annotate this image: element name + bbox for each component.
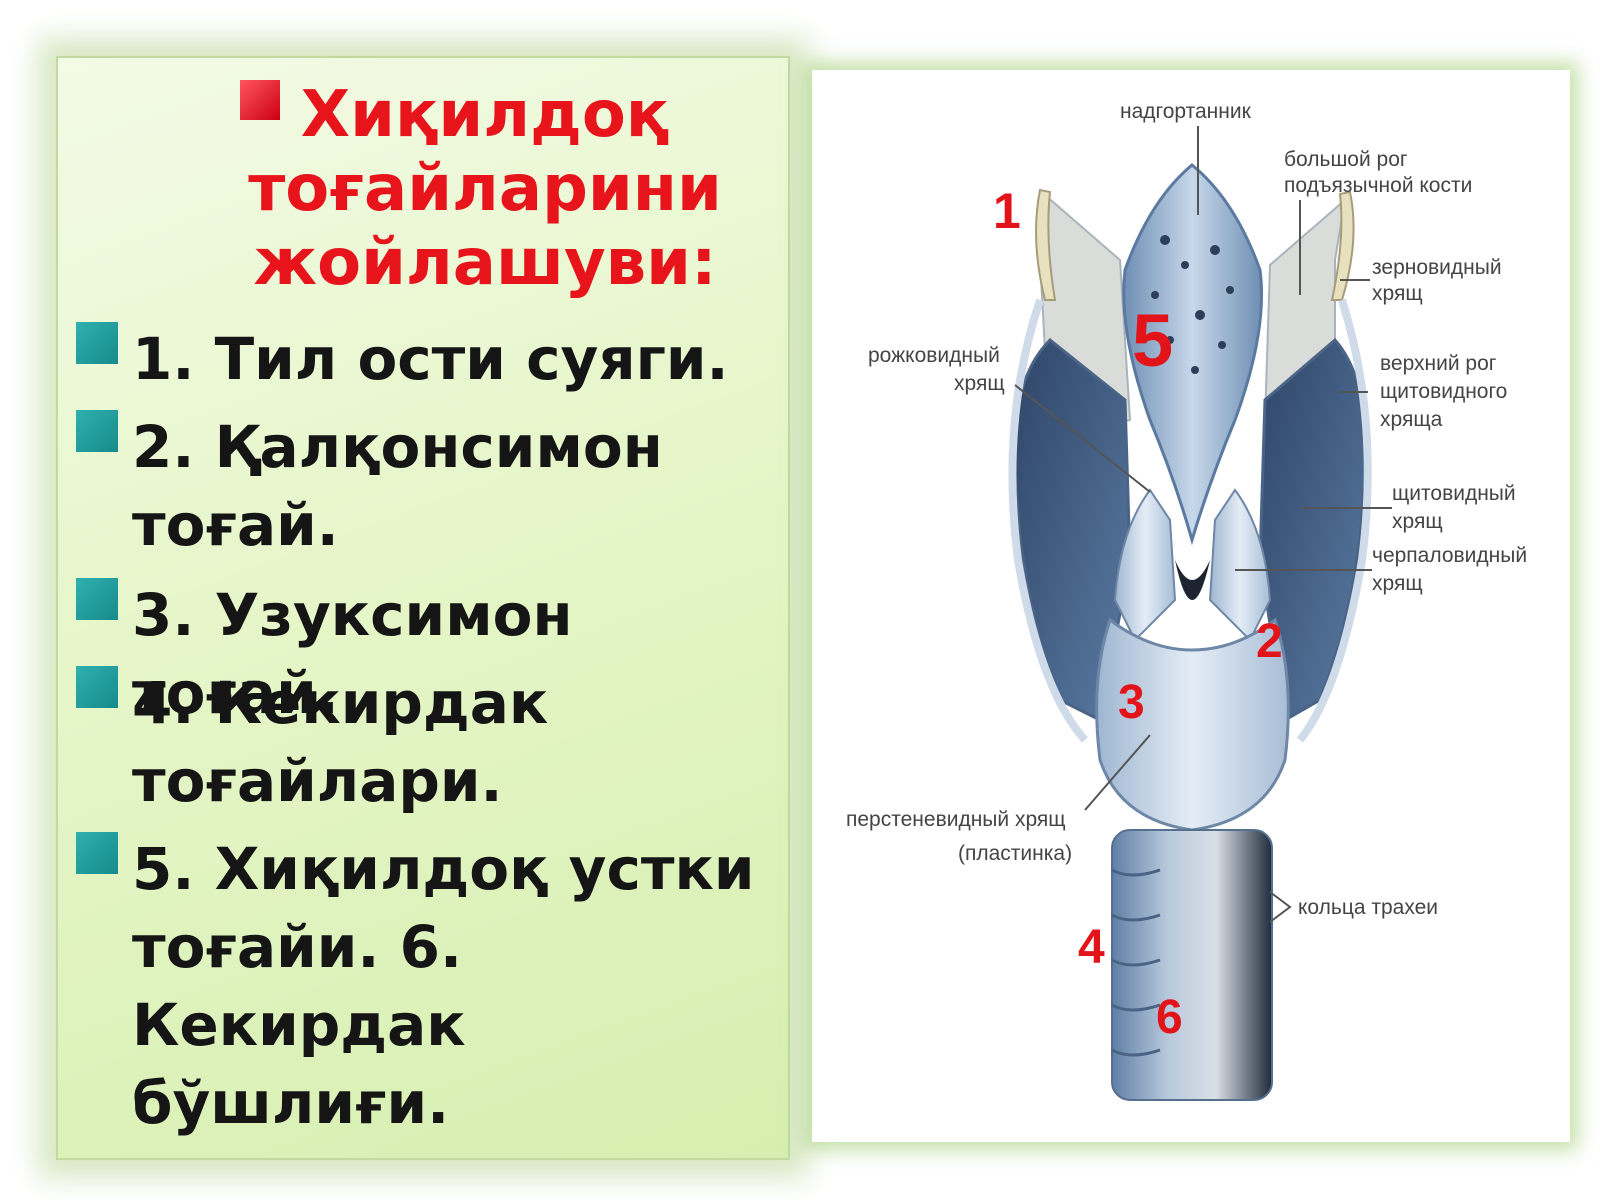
label-thyroid-2: хрящ xyxy=(1392,510,1443,533)
square-bullet-icon xyxy=(76,322,118,364)
trachea-rings xyxy=(1111,868,1161,1057)
list-item: 4. Кекирдак тоғайлари. xyxy=(132,669,549,815)
square-bullet-icon xyxy=(76,578,118,620)
label-hyoid-horn-2: подъязычной кости xyxy=(1284,174,1472,197)
arytenoid-right xyxy=(1208,488,1272,642)
slide-title: Хиқилдоқ тоғайларини жойлашуви: xyxy=(248,78,722,300)
label-superior-horn-3: хряща xyxy=(1380,408,1443,431)
label-thyroid-1: щитовидный xyxy=(1392,482,1516,505)
epiglottis-glands xyxy=(1151,235,1234,374)
epiglottis-shape xyxy=(1122,163,1264,546)
cricoid-lamina xyxy=(1095,617,1290,832)
trachea xyxy=(1111,829,1273,1101)
marker-3: 3 xyxy=(1118,676,1145,729)
square-bullet-icon xyxy=(76,410,118,452)
label-superior-horn-2: щитовидного xyxy=(1380,380,1507,403)
hyoid-horn-right xyxy=(1330,190,1355,301)
label-arytenoid-1: черпаловидный xyxy=(1372,544,1527,567)
label-cricoid-1: перстеневидный хрящ xyxy=(846,808,1066,831)
thyroid-rim-right xyxy=(1296,298,1372,743)
marker-2: 2 xyxy=(1256,615,1283,668)
text-panel xyxy=(58,58,788,1158)
label-corniculate-2: хрящ xyxy=(954,372,1005,395)
label-epiglottis: надгортанник xyxy=(1120,100,1252,123)
hyoid-horn-left xyxy=(1035,188,1057,301)
list-item: 3. Узуксимон тоғай. xyxy=(132,581,573,727)
label-corniculate-1: рожковидный xyxy=(868,344,1000,367)
label-triticeous-1: зерновидный xyxy=(1372,256,1502,279)
label-triticeous-2: хрящ xyxy=(1372,282,1423,305)
leader-lines xyxy=(1014,126,1392,923)
list-item: 2. Қалқонсимон тоғай. xyxy=(132,413,663,559)
square-bullet-icon xyxy=(76,832,118,874)
label-arytenoid-2: хрящ xyxy=(1372,572,1423,595)
arytenoid-left xyxy=(1113,488,1177,642)
label-trachea: кольца трахеи xyxy=(1298,896,1438,919)
list-item: 5. Хиқилдоқ устки тоғайи. 6. Кекирдак бў… xyxy=(132,835,755,1137)
list-item: 1. Тил ости суяги. xyxy=(132,325,729,393)
label-hyoid-horn-1: большой рог xyxy=(1284,148,1408,171)
square-bullet-icon xyxy=(76,666,118,708)
glottis xyxy=(1175,560,1210,600)
marker-4: 4 xyxy=(1078,921,1105,974)
marker-1: 1 xyxy=(993,183,1021,239)
label-superior-horn-1: верхний рог xyxy=(1380,352,1497,375)
title-bullet-icon xyxy=(240,80,280,120)
label-cricoid-2: (пластинка) xyxy=(958,842,1072,865)
marker-5: 5 xyxy=(1132,299,1173,382)
thyroid-rim-left xyxy=(1008,298,1088,743)
marker-6: 6 xyxy=(1156,991,1183,1044)
